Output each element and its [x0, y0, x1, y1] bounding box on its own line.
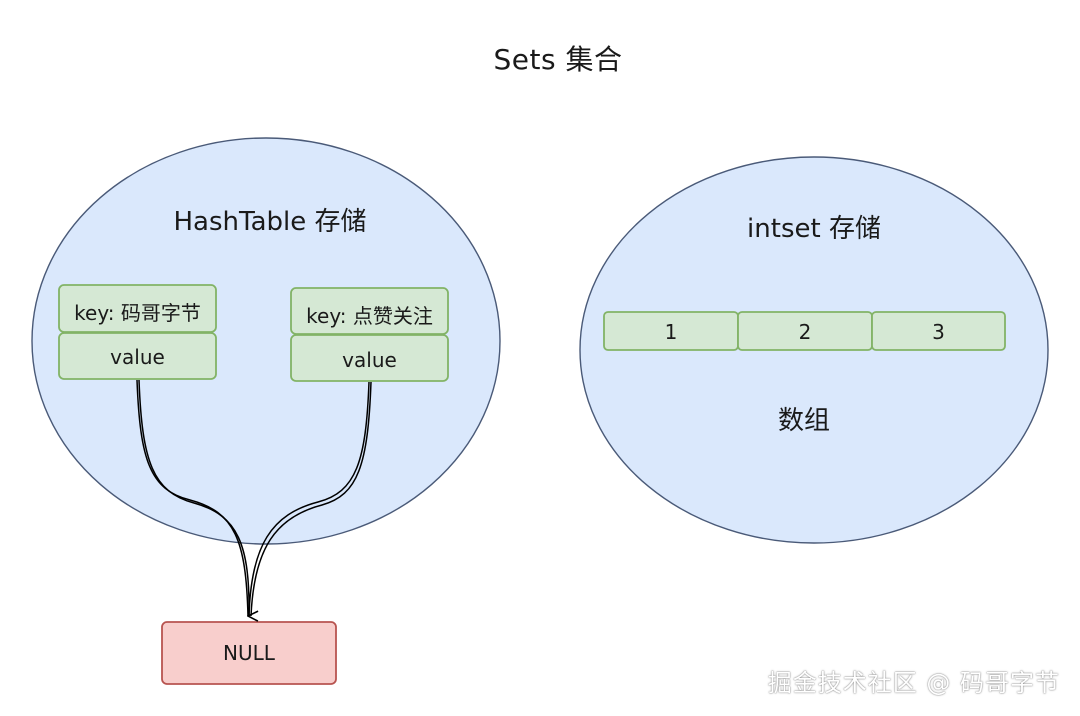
null-box [161, 621, 337, 685]
watermark: 掘金技术社区 @ 码哥字节 [767, 669, 1060, 697]
entry-2-arrow [248, 381, 372, 617]
hashtable-ellipse [31, 137, 501, 545]
hashtable-title: HashTable 存储 [173, 207, 367, 237]
entry-2-key-label: key: 点赞关注 [306, 304, 433, 328]
intset-array-caption: 数组 [777, 406, 830, 436]
intset-cell-1-label: 1 [664, 320, 678, 344]
entry-2-value-label: value [342, 348, 397, 372]
entry-1-key-box [58, 284, 217, 333]
diagram-title: Sets 集合 [493, 43, 623, 76]
entry-1-key-label: key: 码哥字节 [74, 301, 201, 325]
entry-1-value-label: value [110, 345, 165, 369]
intset-cell-3-box [871, 311, 1006, 351]
entry-1-arrow [136, 379, 249, 616]
entry-1-value-box [58, 332, 217, 380]
entry-2-key-box [290, 287, 449, 335]
intset-title: intset 存储 [747, 214, 881, 244]
null-label: NULL [223, 641, 275, 665]
entry-2-value-box [290, 334, 449, 382]
intset-cell-2-label: 2 [798, 320, 812, 344]
intset-cell-3-label: 3 [932, 320, 945, 344]
